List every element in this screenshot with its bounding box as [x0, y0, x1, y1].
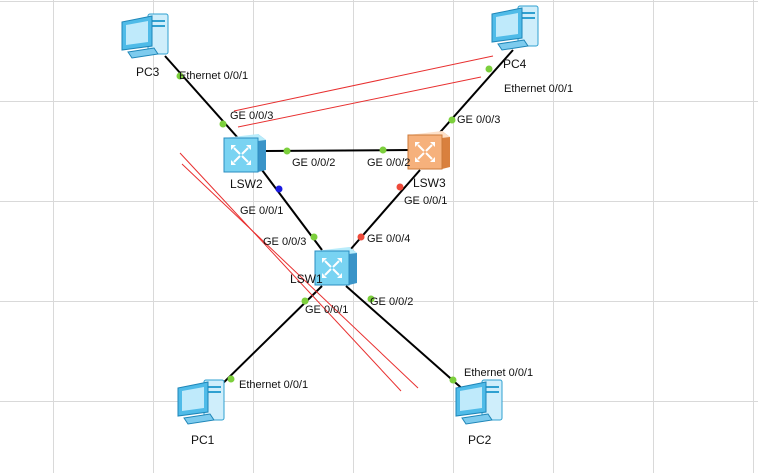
port-dot-lsw1-ge3 — [310, 233, 318, 241]
pc3-device[interactable] — [118, 12, 180, 62]
annotation-line — [233, 55, 494, 112]
annotation-line — [179, 152, 402, 392]
port-dot-lsw2-ge2 — [283, 147, 291, 155]
port-dot-pc2-eth — [449, 376, 457, 384]
port-dot-lsw1-ge4 — [357, 233, 365, 241]
port-label-lsw2-ge2: GE 0/0/2 — [292, 157, 336, 169]
port-label-pc2-eth: Ethernet 0/0/1 — [464, 367, 534, 379]
lsw2-device[interactable] — [222, 132, 268, 174]
pc-icon — [491, 5, 539, 51]
port-label-pc1-eth: Ethernet 0/0/1 — [239, 379, 309, 391]
port-label-lsw3-ge1: GE 0/0/1 — [404, 195, 448, 207]
switch-icon — [223, 134, 266, 173]
annotation-line — [237, 76, 482, 128]
port-label-lsw1-ge1: GE 0/0/1 — [305, 304, 349, 316]
pc-icon — [177, 379, 225, 425]
lsw3-device[interactable] — [406, 129, 452, 171]
port-label-lsw1-ge2: GE 0/0/2 — [370, 296, 414, 308]
port-label-lsw2-ge1: GE 0/0/1 — [240, 205, 284, 217]
port-label-lsw3-ge3: GE 0/0/3 — [457, 114, 501, 126]
port-label-pc4-eth: Ethernet 0/0/1 — [504, 83, 574, 95]
lsw1-device[interactable] — [313, 245, 359, 287]
port-dot-lsw3-ge3 — [448, 116, 456, 124]
pc4-device[interactable] — [488, 4, 550, 54]
link-pc3-lsw2[interactable] — [164, 55, 239, 139]
port-label-pc3-eth: Ethernet 0/0/1 — [179, 70, 249, 82]
pc-icon — [455, 379, 503, 425]
pc1-label: PC1 — [191, 433, 215, 447]
pc3-label: PC3 — [136, 65, 160, 79]
port-dot-lsw1-ge2 — [367, 295, 375, 303]
annotation-line — [181, 163, 419, 389]
port-label-lsw1-ge4: GE 0/0/4 — [367, 233, 411, 245]
port-label-lsw3-ge2: GE 0/0/2 — [367, 157, 411, 169]
port-dot-lsw3-ge1 — [396, 183, 404, 191]
port-dot-lsw2-ge1 — [275, 185, 283, 193]
port-dot-lsw3-ge2 — [379, 146, 387, 154]
switch-icon — [407, 131, 450, 170]
port-dot-lsw1-ge1 — [301, 297, 309, 305]
port-dot-pc3-eth — [176, 72, 184, 80]
pc2-label: PC2 — [468, 433, 492, 447]
pc4-label: PC4 — [503, 57, 527, 71]
link-pc4-lsw3[interactable] — [434, 49, 514, 139]
switch-icon — [314, 247, 357, 286]
lsw3-label: LSW3 — [413, 176, 446, 190]
lsw2-label: LSW2 — [230, 177, 263, 191]
port-dot-lsw2-ge3 — [219, 120, 227, 128]
lsw1-label: LSW1 — [290, 272, 323, 286]
pc1-device[interactable] — [174, 378, 236, 428]
pc2-device[interactable] — [452, 378, 514, 428]
port-label-lsw2-ge3: GE 0/0/3 — [230, 110, 274, 122]
port-label-lsw1-ge3: GE 0/0/3 — [263, 236, 307, 248]
port-dot-pc4-eth — [485, 65, 493, 73]
link-lsw1-pc2[interactable] — [345, 285, 467, 393]
pc-icon — [121, 13, 169, 59]
port-dot-pc1-eth — [227, 375, 235, 383]
